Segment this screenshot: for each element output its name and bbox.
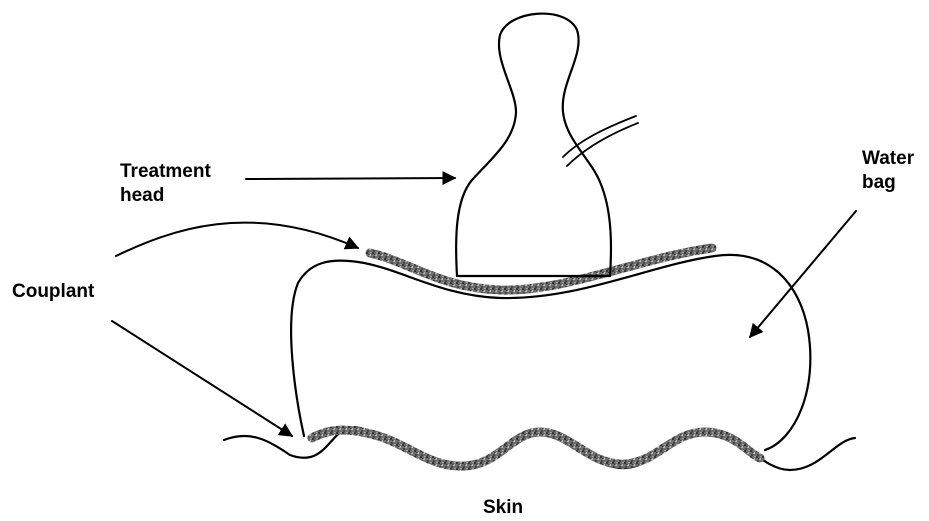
arrow-water-bag — [750, 211, 856, 337]
treatment-head-outline — [456, 14, 611, 276]
arrow-couplant-top — [116, 223, 358, 256]
cable-line-1 — [563, 116, 636, 157]
arrow-couplant-skin — [112, 321, 292, 436]
label-couplant: Couplant — [12, 281, 95, 302]
couplant-skin-layer — [312, 430, 760, 466]
label-skin: Skin — [483, 497, 523, 518]
arrow-treatment-head — [246, 178, 455, 179]
label-treatment-head: Treatment head — [120, 161, 216, 206]
label-water-bag: Water bag — [862, 148, 919, 193]
